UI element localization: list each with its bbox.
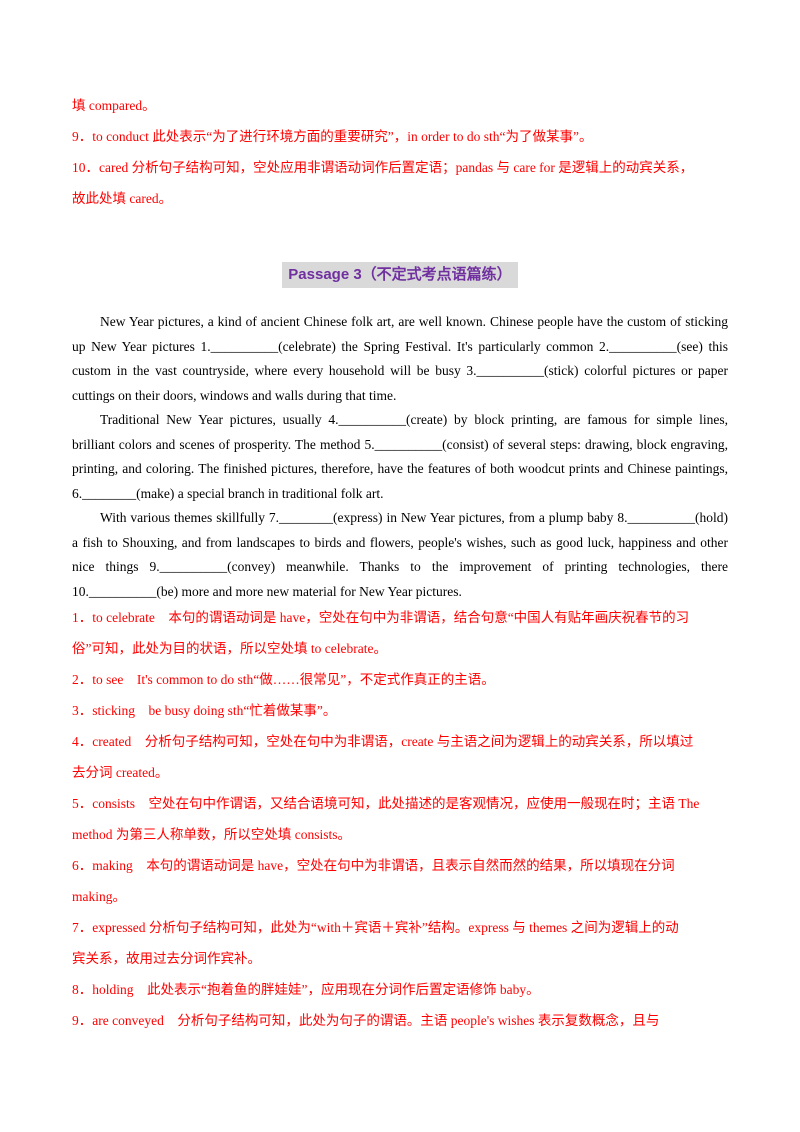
answer-key: 1．to celebrate 本句的谓语动词是 have，空处在句中为非谓语，结… xyxy=(72,602,732,1036)
answer-line: method 为第三人称单数，所以空处填 consists。 xyxy=(72,827,351,842)
answer-note: 10．cared 分析句子结构可知，空处应用非谓语动词作后置定语；pandas … xyxy=(72,160,694,175)
passage-text: New Year pictures, a kind of ancient Chi… xyxy=(72,310,728,604)
answer-line: 5．consists 空处在句中作谓语，又结合语境可知，此处描述的是客观情况，应… xyxy=(72,796,700,811)
passage-paragraph: Traditional New Year pictures, usually 4… xyxy=(72,412,728,501)
answer-line: 俗”可知，此处为目的状语，所以空处填 to celebrate。 xyxy=(72,641,387,656)
answer-line: 2．to see It's common to do sth“做……很常见”，不… xyxy=(72,672,495,687)
answer-line: making。 xyxy=(72,889,126,904)
passage-paragraph: New Year pictures, a kind of ancient Chi… xyxy=(72,314,728,403)
section-title: Passage 3（不定式考点语篇练） xyxy=(282,262,518,288)
answer-line: 4．created 分析句子结构可知，空处在句中为非谓语，create 与主语之… xyxy=(72,734,694,749)
answer-line: 8．holding 此处表示“抱着鱼的胖娃娃”，应用现在分词作后置定语修饰 ba… xyxy=(72,982,540,997)
passage-paragraph: With various themes skillfully 7._______… xyxy=(72,510,728,599)
answer-note: 填 compared。 xyxy=(72,98,156,113)
answer-line: 3．sticking be busy doing sth“忙着做某事”。 xyxy=(72,703,337,718)
answer-note: 故此处填 cared。 xyxy=(72,191,173,206)
answer-note: 9．to conduct 此处表示“为了进行环境方面的重要研究”，in orde… xyxy=(72,129,593,144)
answer-line: 宾关系，故用过去分词作宾补。 xyxy=(72,951,261,966)
answer-line: 去分词 created。 xyxy=(72,765,169,780)
answer-line: 1．to celebrate 本句的谓语动词是 have，空处在句中为非谓语，结… xyxy=(72,610,690,625)
answer-line: 9．are conveyed 分析句子结构可知，此处为句子的谓语。主语 peop… xyxy=(72,1013,660,1028)
previous-answers: 填 compared。 9．to conduct 此处表示“为了进行环境方面的重… xyxy=(72,90,732,214)
section-title-wrap: Passage 3（不定式考点语篇练） xyxy=(0,262,800,288)
answer-line: 7．expressed 分析句子结构可知，此处为“with＋宾语＋宾补”结构。e… xyxy=(72,920,679,935)
answer-line: 6．making 本句的谓语动词是 have，空处在句中为非谓语，且表示自然而然… xyxy=(72,858,675,873)
